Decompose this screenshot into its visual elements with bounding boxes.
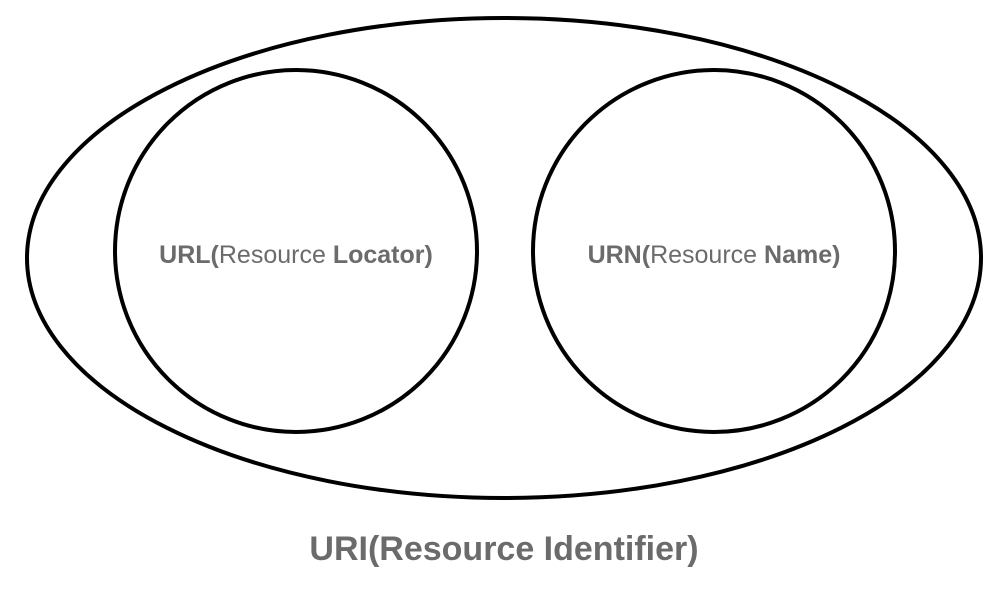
- urn-circle: [531, 68, 897, 434]
- url-circle: [113, 68, 479, 434]
- urn-label-bold-start: URN(: [588, 241, 651, 269]
- uri-label: URI(Resource Identifier): [309, 530, 698, 568]
- url-label-bold-start: URL(: [159, 241, 219, 269]
- url-label-bold-end: Locator): [333, 241, 433, 269]
- uri-label-bold-end: Resource Identifier): [379, 530, 698, 568]
- uri-label-bold-start: URI(: [309, 530, 380, 568]
- url-label-normal: Resource: [219, 241, 333, 269]
- urn-label-normal: Resource: [650, 241, 764, 269]
- urn-label: URN(Resource Name): [588, 241, 841, 269]
- url-label: URL(Resource Locator): [159, 241, 433, 269]
- urn-label-bold-end: Name): [764, 241, 840, 269]
- uri-ellipse: [25, 16, 983, 500]
